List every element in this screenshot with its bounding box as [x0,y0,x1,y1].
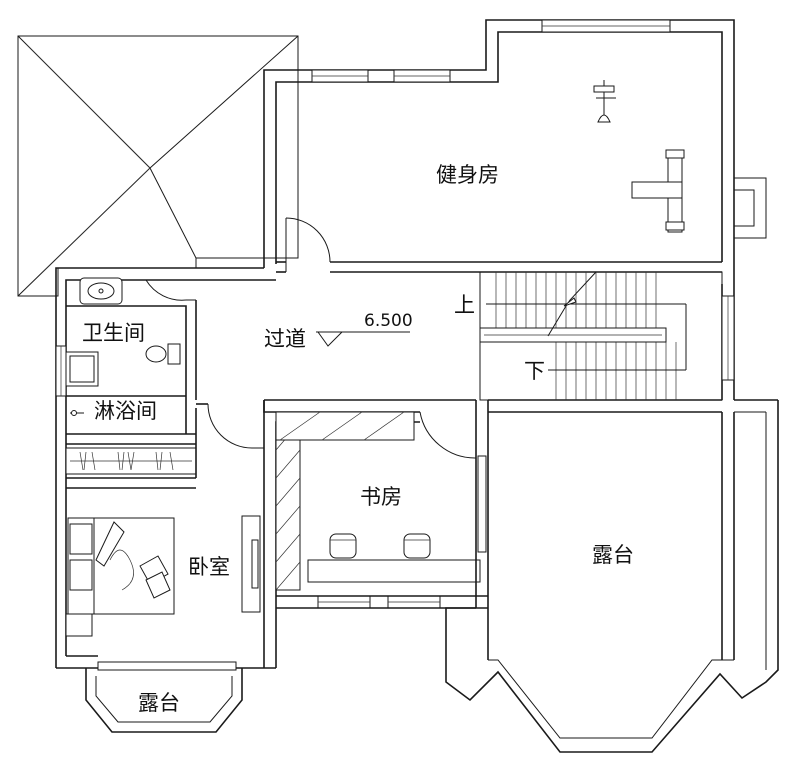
stair-up-label: 上 [454,293,475,317]
bedroom [56,400,277,669]
windows [55,19,735,609]
terrace-small-label: 露台 [138,691,180,715]
gym-corridor-wall [276,217,722,273]
staircase [479,271,723,401]
small-terrace [85,661,243,733]
terrace-large-label: 露台 [592,543,634,567]
stair-down-label: 下 [524,359,545,383]
bedroom-label: 卧室 [188,555,230,579]
level-mark-text: 6.500 [364,311,413,331]
gym-label: 健身房 [436,163,499,187]
bathroom-label: 卫生间 [82,321,145,345]
corridor-label: 过道 [264,327,306,351]
gym-equipment [593,80,685,233]
study-label: 书房 [360,485,402,509]
level-marker: 6.500 [316,311,413,347]
bathroom-block [65,277,197,445]
wardrobe [65,447,197,475]
room-labels: 健身房 过道 卫生间 淋浴间 书房 卧室 露台 露台 上 下 [82,163,634,715]
large-terrace [445,400,779,753]
shower-label: 淋浴间 [94,399,157,423]
study [263,400,489,660]
roof [17,35,299,297]
